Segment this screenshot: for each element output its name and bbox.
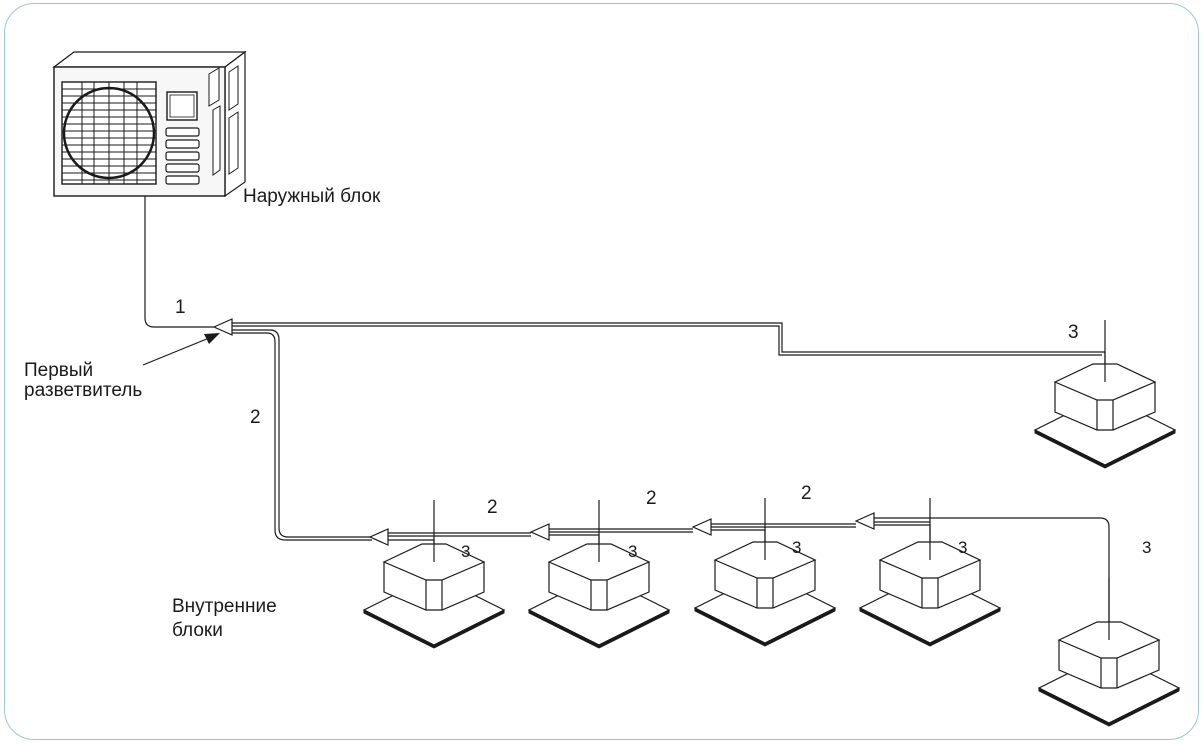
pipe-number-main: 1 <box>175 297 186 318</box>
pipe-number-unit-4: 3 <box>958 538 968 557</box>
outdoor-unit-label: Наружный блок <box>243 186 381 207</box>
pipe-number-branch-c: 2 <box>801 483 812 504</box>
indoor-cassette-unit-icon <box>363 319 1180 727</box>
pipe-number-unit-1: 3 <box>461 542 471 561</box>
pipe-number-branch-b: 2 <box>646 488 657 509</box>
pipe-number-unit-5: 3 <box>1142 538 1152 557</box>
main-pipe <box>144 196 214 328</box>
pipe-number-branch-a: 2 <box>487 497 498 518</box>
pipe-number-unit-top-right: 3 <box>1068 322 1079 343</box>
indoor-units-label-line1: Внутренние <box>172 596 277 617</box>
diagram-frame <box>4 3 1199 740</box>
branch-joint-icon <box>213 318 875 546</box>
pointer-arrow-icon <box>142 333 220 366</box>
pipe-number-unit-2: 3 <box>628 542 638 561</box>
branch-pipe-vertical <box>232 329 372 541</box>
first-branch-label-line2: разветвитель <box>24 380 143 401</box>
indoor-units-label-line2: блоки <box>172 620 223 641</box>
pipe-number-branch-vertical: 2 <box>250 407 261 428</box>
pipe-number-unit-3: 3 <box>792 538 802 557</box>
branch-pipe-top <box>232 322 1106 382</box>
first-branch-label-line1: Первый <box>24 360 94 381</box>
outdoor-unit-icon <box>52 50 247 198</box>
